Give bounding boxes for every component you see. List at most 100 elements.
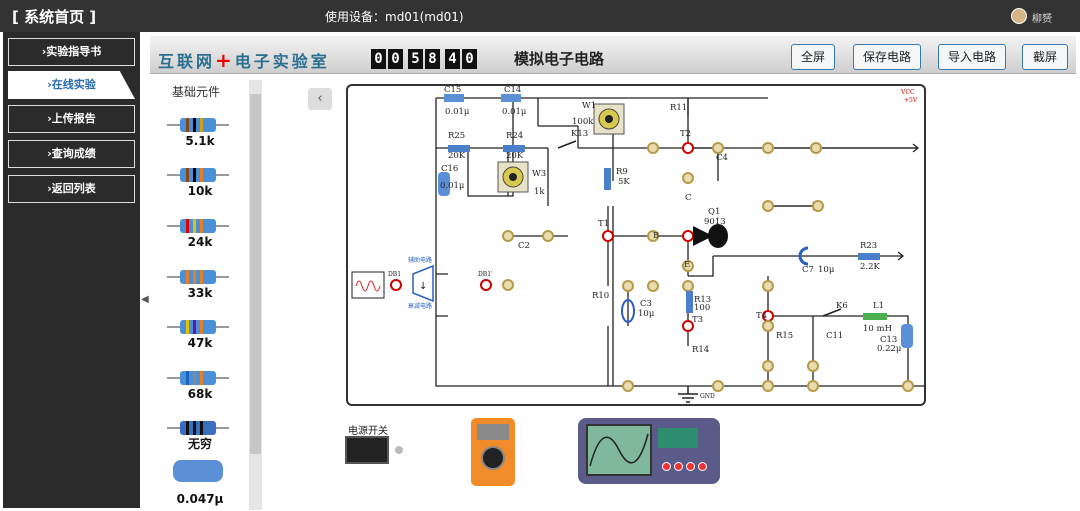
svg-text:B: B	[653, 231, 659, 241]
switch-icons	[557, 140, 842, 317]
device-label: 使用设备：md01(md01)	[325, 10, 464, 24]
svg-text:+5V: +5V	[904, 97, 918, 104]
terminal-db1b[interactable]	[480, 279, 492, 291]
oscilloscope-icon[interactable]	[578, 418, 720, 484]
oscilloscope-keypad[interactable]	[658, 428, 698, 448]
svg-text:5K: 5K	[618, 177, 630, 187]
svg-text:T3: T3	[692, 315, 703, 325]
resistor-5k1-icon[interactable]	[167, 118, 229, 132]
avatar[interactable]	[1011, 8, 1027, 24]
attenuator-icon[interactable]: ↓	[412, 264, 434, 303]
capacitor-icon[interactable]	[173, 460, 223, 482]
palette-item-label: 5.1k	[185, 134, 215, 148]
save-circuit-button[interactable]: 保存电路	[853, 44, 921, 70]
palette-item-label: 无穷	[187, 437, 212, 451]
palette-title: 基础元件	[172, 85, 221, 99]
fullscreen-button[interactable]: 全屏	[791, 44, 835, 70]
scope-port[interactable]	[674, 462, 683, 471]
nav-online-experiment[interactable]: ›在线实验	[8, 71, 135, 99]
chevron-left-icon[interactable]: ‹	[308, 88, 332, 110]
resistor-infinite-icon[interactable]	[167, 421, 229, 435]
svg-text:C2: C2	[518, 241, 530, 251]
nav-lab-guide[interactable]: ›实验指导书	[8, 38, 135, 66]
svg-text:9013: 9013	[704, 217, 726, 227]
top-bar: [ 系统首页 ] 使用设备：md01(md01) 柳赟	[0, 0, 1080, 32]
svg-text:10μ: 10μ	[638, 309, 655, 319]
palette-scrollbar[interactable]	[249, 80, 262, 510]
resistor-24k-icon[interactable]	[167, 219, 229, 233]
terminal-t3[interactable]	[682, 320, 694, 332]
terminal-db1[interactable]	[390, 279, 402, 291]
component-palette: 基础元件 5.1k 10k 24k 33k 47k 68k 无穷 0.047μ	[150, 80, 262, 510]
svg-text:W1: W1	[582, 101, 596, 111]
nav-query-score[interactable]: ›查询成绩	[8, 140, 135, 168]
system-home-title[interactable]: [ 系统首页 ]	[12, 8, 97, 26]
capacitor-icons	[438, 172, 913, 348]
timer-digit: 5	[408, 49, 423, 69]
potentiometer-w3-icon[interactable]	[497, 161, 529, 193]
user-name[interactable]: 柳赟	[1032, 14, 1052, 25]
resistor-47k-icon[interactable]	[167, 320, 229, 334]
terminal-t1[interactable]	[602, 230, 614, 242]
resistor-33k-icon[interactable]	[167, 270, 229, 284]
svg-text:C: C	[685, 193, 692, 203]
svg-text:0.01μ: 0.01μ	[440, 181, 465, 191]
svg-text:衰减电路: 衰减电路	[408, 302, 432, 310]
scope-port[interactable]	[698, 462, 707, 471]
resistor-10k-icon[interactable]	[167, 168, 229, 182]
capacitor-c3-icon	[621, 299, 635, 323]
brand-text-rest: 电子实验室	[234, 52, 330, 71]
svg-text:C3: C3	[640, 299, 652, 309]
svg-text:C16: C16	[441, 164, 458, 174]
svg-text:W3: W3	[532, 169, 546, 179]
timer-digit: 8	[425, 49, 440, 69]
nav-upload-report[interactable]: ›上传报告	[8, 105, 135, 133]
svg-text:DB1: DB1	[388, 271, 401, 278]
brand-logo: 互联网+电子实验室	[158, 48, 330, 72]
svg-text:DB1': DB1'	[478, 271, 493, 278]
scope-port[interactable]	[686, 462, 695, 471]
timer-digit: 0	[371, 49, 386, 69]
oscillator-source-icon[interactable]	[351, 271, 385, 299]
scope-port[interactable]	[662, 462, 671, 471]
svg-text:K13: K13	[571, 129, 588, 139]
circuit-wires	[435, 97, 926, 387]
potentiometer-w1-icon[interactable]	[593, 103, 625, 135]
svg-text:T2: T2	[680, 129, 691, 139]
svg-text:R15: R15	[776, 331, 793, 341]
transistor-q1-icon[interactable]	[693, 224, 728, 248]
brand-text: 互联网	[158, 52, 216, 71]
power-switch-label: 电源开关	[348, 426, 388, 437]
palette-item-label: 0.047μ	[176, 492, 224, 506]
timer: 0 0 5 8 4 0	[371, 49, 477, 69]
svg-text:0.01μ: 0.01μ	[502, 107, 527, 117]
test-points	[390, 142, 774, 332]
svg-text:R25: R25	[448, 131, 465, 141]
scrollbar-thumb[interactable]	[250, 94, 261, 454]
timer-digit: 0	[462, 49, 477, 69]
multimeter-dial-icon[interactable]	[481, 446, 505, 470]
terminal-b[interactable]	[682, 230, 694, 242]
svg-text:10μ: 10μ	[818, 265, 835, 275]
screenshot-button[interactable]: 截屏	[1022, 44, 1068, 70]
arrows	[768, 143, 920, 261]
multimeter-icon[interactable]	[471, 418, 515, 486]
terminal-t2[interactable]	[682, 142, 694, 154]
svg-text:R9: R9	[616, 167, 628, 177]
page-title: 模拟电子电路	[514, 50, 605, 68]
svg-text:GND: GND	[700, 393, 715, 400]
svg-text:辅助电路: 辅助电路	[408, 256, 432, 264]
resistor-icons	[448, 145, 880, 313]
resistor-68k-icon[interactable]	[167, 371, 229, 385]
svg-text:R24: R24	[506, 131, 523, 141]
svg-text:T1: T1	[598, 219, 609, 229]
import-circuit-button[interactable]: 导入电路	[938, 44, 1006, 70]
power-switch[interactable]	[345, 436, 389, 464]
svg-text:0.22μ: 0.22μ	[877, 344, 902, 354]
collapse-sidebar-icon[interactable]: ◀	[141, 294, 149, 305]
svg-text:T4: T4	[756, 311, 767, 321]
svg-text:C15: C15	[444, 86, 461, 95]
nav-back-to-list[interactable]: ›返回列表	[8, 175, 135, 203]
